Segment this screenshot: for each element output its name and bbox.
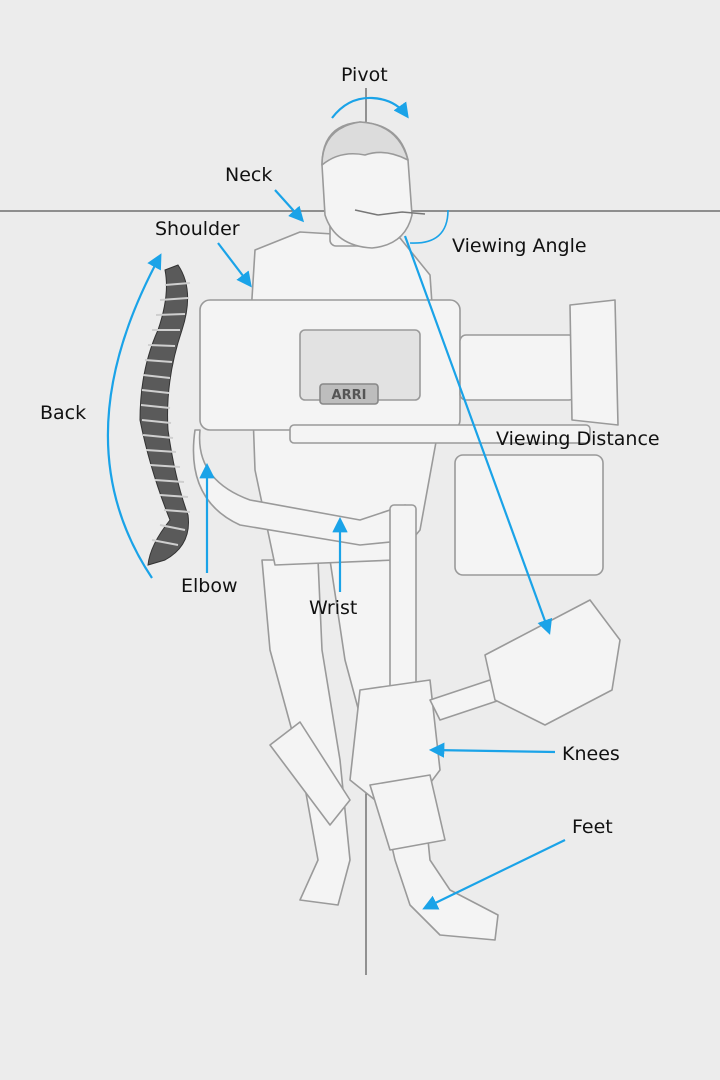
feet-label: Feet: [572, 816, 613, 838]
pivot-arrow: [331, 96, 409, 119]
battery-pack-sketch: [269, 721, 351, 826]
back-label: Back: [40, 402, 86, 424]
rod-rail-sketch: [289, 424, 591, 444]
elbow-label: Elbow: [181, 575, 238, 597]
viewing-distance-arrow: [403, 235, 553, 635]
monitor-sketch: [484, 599, 621, 726]
shoulder-label: Shoulder: [155, 218, 240, 240]
lens-barrel-sketch: [459, 334, 576, 401]
glasses-sketch: [354, 209, 426, 216]
monitor-arm-sketch: [429, 679, 501, 721]
viewing-angle-label: Viewing Angle: [452, 235, 587, 257]
operator-sketch: ARRI: [192, 121, 621, 941]
rear-module-sketch: [454, 454, 604, 576]
camera-brand-plate: [319, 383, 379, 405]
hair-sketch: [321, 121, 409, 166]
neck-arrow: [274, 189, 305, 223]
wrist-label: Wrist: [309, 597, 357, 619]
knees-arrow: [428, 742, 556, 758]
camera-brand-text: ARRI: [332, 388, 367, 403]
gimbal-post-sketch: [389, 504, 417, 696]
viewing-distance-label: Viewing Distance: [496, 428, 660, 450]
neck-label: Neck: [225, 164, 272, 186]
shoulder-arrow: [217, 242, 252, 288]
pivot-label: Pivot: [341, 64, 388, 86]
knees-label: Knees: [562, 743, 620, 765]
feet-arrow: [422, 839, 566, 910]
vertebrae-lines: [140, 282, 191, 546]
spine-shape: [139, 264, 190, 566]
spine-illustration: [139, 264, 191, 566]
viewing-angle-arc: [409, 209, 449, 244]
matte-box-sketch: [569, 299, 619, 426]
battery-block-sketch: [369, 774, 446, 851]
back-arrow: [106, 253, 162, 579]
